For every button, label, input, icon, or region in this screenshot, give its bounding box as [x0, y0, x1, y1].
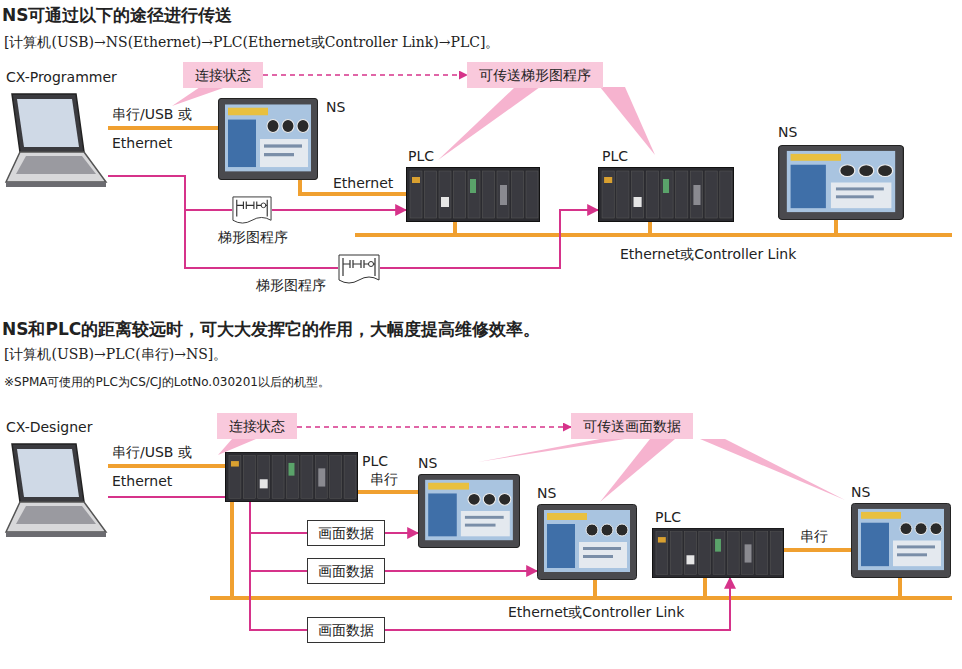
computer: CX-Programmer — [4, 90, 108, 190]
ns-terminal: NS — [778, 145, 904, 220]
ns-terminal: NS — [851, 503, 951, 578]
data-box: 画面数据 — [307, 520, 385, 546]
device-label: 梯形图程序 — [256, 276, 326, 294]
laptop-illustration — [4, 440, 108, 540]
device-label: 梯形图程序 — [218, 228, 288, 246]
transfer-arrow — [108, 176, 232, 210]
device-label: NS — [778, 123, 797, 141]
callout-text: 连接状态 — [195, 65, 251, 85]
device-label: CX-Designer — [6, 418, 92, 436]
device-label: PLC — [655, 508, 681, 526]
device-label: PLC — [362, 452, 388, 470]
data-box: 画面数据 — [307, 558, 385, 584]
ladder-program-icon: 梯形图程序 — [232, 196, 272, 224]
callout-box: 可传送画面数据 — [571, 413, 693, 439]
connector-label: 串行 — [370, 470, 398, 488]
transfer-arrow — [297, 426, 571, 428]
plc-rack — [406, 167, 540, 222]
ladder-document-icon — [338, 254, 380, 284]
cable-connector — [108, 126, 218, 130]
ns-terminal: NS — [418, 474, 520, 548]
plc-unit: PLC — [652, 528, 784, 578]
ns-touch-panel — [218, 98, 318, 180]
callout-text: 可传送梯形图程序 — [479, 65, 591, 85]
ns-touch-panel — [537, 504, 637, 580]
note-text: [计算机(USB)→NS(Ethernet)→PLC(Ethernet或Cont… — [4, 34, 499, 52]
transfer-arrow — [108, 497, 307, 533]
transfer-arrow — [108, 176, 338, 268]
bus-line — [210, 220, 952, 598]
device-label: NS — [326, 98, 345, 116]
computer: CX-Designer — [4, 440, 108, 540]
transfer-arrow — [385, 578, 730, 630]
callout-box: 连接状态 — [217, 413, 297, 439]
note-text: [计算机(USB)→PLC(串行)→NS]。 — [4, 346, 227, 364]
ns-terminal: NS — [537, 504, 637, 580]
box-label: 画面数据 — [318, 621, 374, 639]
note-text: ※SPMA可使用的PLC为CS/CJ的LotNo.030201以后的机型。 — [4, 374, 330, 391]
device-label: PLC — [602, 147, 628, 165]
device-label: CX-Programmer — [6, 68, 117, 86]
plc-rack — [652, 528, 784, 578]
callout-box: 连接状态 — [183, 62, 263, 88]
device-label: PLC — [408, 147, 434, 165]
transfer-arrow — [385, 532, 418, 534]
note-text: NS和PLC的距离较远时，可大大发挥它的作用，大幅度提高维修效率。 — [2, 318, 540, 341]
cable-connector — [784, 548, 851, 552]
callout-text: 可传送画面数据 — [583, 416, 681, 436]
cable-connector — [108, 464, 225, 468]
box-label: 画面数据 — [318, 562, 374, 580]
box-label: 画面数据 — [318, 524, 374, 542]
plc-rack — [598, 167, 734, 222]
laptop-illustration — [4, 90, 108, 190]
plc-unit: PLC — [598, 167, 734, 222]
ladder-document-icon — [232, 196, 272, 224]
ns-touch-panel — [851, 503, 951, 578]
callout-text: 连接状态 — [229, 416, 285, 436]
callout-pointer — [172, 87, 845, 502]
network-name: Ethernet或Controller Link — [620, 246, 796, 264]
note-text: NS可通过以下的途径进行传送 — [2, 4, 232, 27]
transfer-arrow — [108, 497, 307, 571]
connector-label: Ethernet — [333, 174, 393, 192]
connector-label: 串行 — [800, 527, 828, 545]
plc-unit: PLC — [406, 167, 540, 222]
ladder-program-icon: 梯形图程序 — [338, 254, 380, 284]
transfer-arrow — [385, 570, 537, 572]
network-name: Ethernet或Controller Link — [508, 604, 684, 622]
device-label: NS — [537, 484, 556, 502]
transfer-arrow — [272, 209, 406, 211]
transfer-arrow — [263, 74, 467, 76]
device-label: NS — [851, 483, 870, 501]
cable-connector — [358, 490, 418, 494]
data-box: 画面数据 — [307, 617, 385, 643]
device-label: NS — [418, 454, 437, 472]
ns-touch-panel — [418, 474, 520, 548]
callout-box: 可传送梯形图程序 — [467, 62, 603, 88]
connector-label: 串行/USB 或Ethernet — [112, 100, 192, 158]
transfer-arrow — [108, 497, 307, 630]
connector-label: 串行/USB 或Ethernet — [112, 438, 192, 496]
ns-touch-panel — [778, 145, 904, 220]
plc-rack — [225, 452, 358, 502]
plc-unit: PLC — [225, 452, 358, 502]
ns-terminal: NS — [218, 98, 318, 180]
